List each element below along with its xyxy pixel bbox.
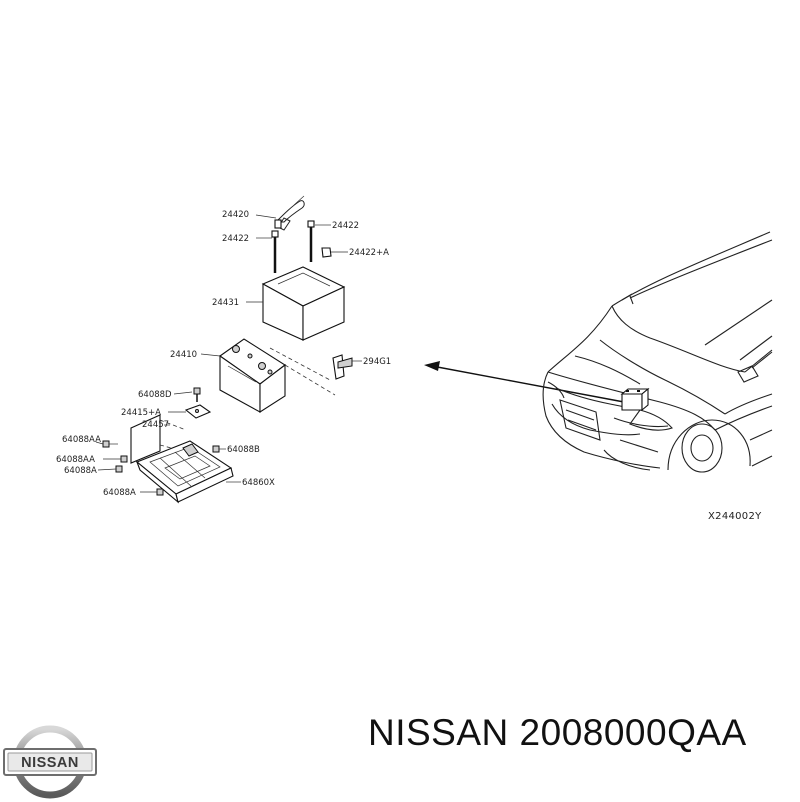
callout-bolt-a-1: 64088A — [64, 466, 97, 476]
battery-location-marker — [620, 387, 650, 412]
callout-battery-cover: 24431 — [212, 298, 239, 308]
figure-code: X244002Y — [708, 511, 762, 522]
bracket-part — [184, 404, 212, 419]
callout-stud-nut: 24422+A — [349, 248, 389, 258]
vehicle-illustration — [542, 231, 773, 473]
bolt-b-part — [212, 445, 220, 453]
leader-line — [255, 214, 277, 219]
plate-part — [130, 414, 187, 464]
callout-plate: 24457 — [142, 420, 169, 430]
leader-line — [95, 441, 104, 445]
leader-line — [200, 353, 221, 357]
stud-left-part — [271, 230, 279, 273]
leader-line — [97, 468, 117, 471]
callout-bolt-top: 64088D — [138, 390, 172, 400]
connection-dashed-line — [284, 364, 336, 396]
battery-cover-part — [261, 266, 346, 341]
location-arrow — [424, 361, 625, 403]
logo-wordmark: NISSAN — [21, 755, 79, 771]
callout-sensor: 294G1 — [363, 357, 391, 367]
callout-bolt-b: 64088B — [227, 445, 260, 455]
sensor-part — [332, 354, 353, 380]
wire-harness-part — [274, 195, 305, 231]
stud-right-part — [307, 220, 315, 262]
stud-nut-part — [321, 247, 332, 258]
callout-tray: 64860X — [242, 478, 275, 488]
nissan-logo-icon: NISSAN — [3, 725, 97, 799]
callout-bolt-aa-2: 64088AA — [56, 455, 95, 465]
leader-line — [173, 391, 193, 395]
callout-bolt-aa-1: 64088AA — [62, 435, 101, 445]
bolt-top-part — [193, 387, 201, 402]
connection-dashed-line — [269, 347, 331, 381]
callout-stud-right: 24422 — [332, 221, 359, 231]
callout-battery: 24410 — [170, 350, 197, 360]
battery-part — [219, 338, 286, 414]
callout-bolt-a-2: 64088A — [103, 488, 136, 498]
brand-part-number-caption: NISSAN 2008000QAA — [368, 712, 747, 753]
battery-tray-part — [135, 440, 234, 504]
callout-stud-left: 24422 — [222, 234, 249, 244]
callout-bracket: 24415+A — [121, 408, 161, 418]
callout-wire-harness: 24420 — [222, 210, 249, 220]
